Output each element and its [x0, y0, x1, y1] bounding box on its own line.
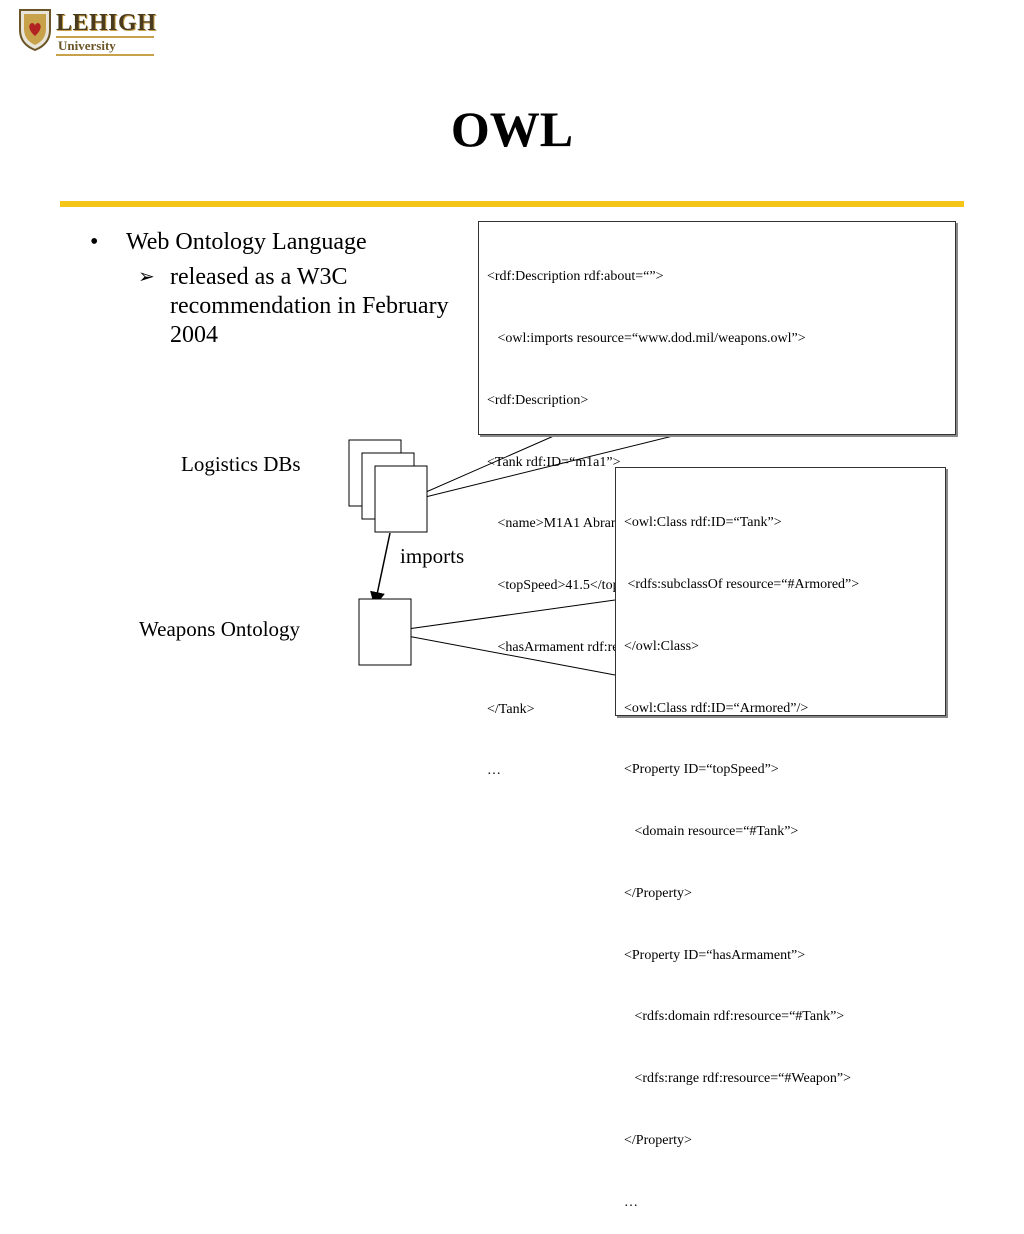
- imports-arrow: [370, 532, 391, 607]
- code-line: <owl:Class rdf:ID=“Armored”/>: [624, 700, 809, 716]
- logo-rule-bottom: [56, 54, 154, 56]
- code-line: <Property ID=“hasArmament”>: [624, 947, 806, 963]
- bullet-dot-icon: •: [90, 229, 99, 255]
- logistics-db-stack-icon: [348, 439, 428, 533]
- code-line: <rdfs:domain rdf:resource=“#Tank”>: [624, 1009, 845, 1025]
- code-line: <Tank rdf:ID=“m1a1”>: [487, 454, 621, 470]
- lehigh-shield-icon: [19, 9, 51, 52]
- slide-title: OWL: [450, 101, 574, 157]
- code-line: <rdfs:range rdf:resource=“#Weapon”>: [624, 1071, 852, 1087]
- code-line: <owl:imports resource=“www.dod.mil/weapo…: [487, 330, 806, 346]
- bullet-list: • Web Ontology Language ➢ released as a …: [90, 228, 450, 350]
- code-line: <Property ID=“topSpeed”>: [624, 762, 779, 778]
- ontology-callout-lines: [385, 599, 616, 676]
- logo-subtitle: University: [58, 38, 116, 53]
- sub-bullet-text: released as a W3C recommendation in Febr…: [170, 264, 449, 348]
- code-line: <owl:Class rdf:ID=“Tank”>: [624, 515, 782, 531]
- code-line: <rdf:Description>: [487, 392, 589, 408]
- ontology-code-box: <owl:Class rdf:ID=“Tank”> <rdfs:subclass…: [615, 467, 946, 1210]
- code-line: <domain resource=“#Tank”>: [624, 824, 799, 840]
- imports-label: imports: [400, 544, 465, 568]
- code-line: </owl:Class>: [624, 638, 699, 654]
- ontology-diagram: [348, 434, 678, 676]
- code-line: …: [624, 1194, 638, 1210]
- logo-rule-top: [56, 36, 154, 38]
- code-line: </Property>: [624, 885, 692, 901]
- title-divider: [60, 201, 964, 207]
- bullet-text: Web Ontology Language: [126, 229, 367, 255]
- code-line: </Property>: [624, 1133, 692, 1148]
- sub-bullet-item: ➢ released as a W3C recommendation in Fe…: [90, 263, 450, 350]
- logistics-dbs-label: Logistics DBs: [181, 452, 301, 476]
- lehigh-logo: LEHIGH University: [18, 8, 158, 58]
- code-line: </Tank>: [487, 701, 535, 717]
- code-line: <rdf:Description rdf:about=“”>: [487, 269, 664, 285]
- arrow-bullet-icon: ➢: [138, 266, 155, 288]
- logo-wordmark: LEHIGH: [56, 10, 157, 36]
- weapons-ontology-page-icon: [358, 598, 412, 666]
- bullet-item: • Web Ontology Language: [90, 228, 450, 257]
- weapons-ontology-label: Weapons Ontology: [139, 617, 301, 641]
- instance-code-box: <rdf:Description rdf:about=“”> <owl:impo…: [478, 221, 956, 778]
- code-line: <rdfs:subclassOf resource=“#Armored”>: [624, 576, 860, 592]
